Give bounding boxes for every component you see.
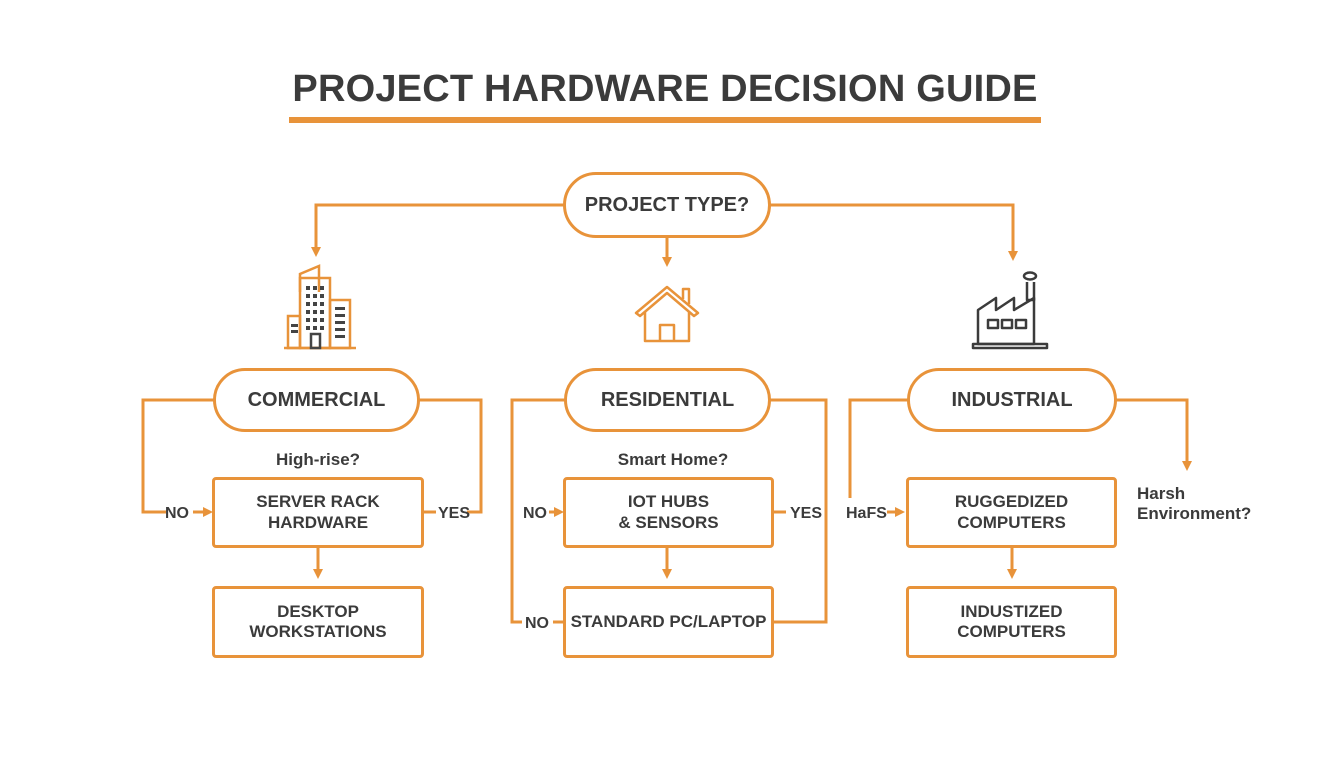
connector-commercial-yes (419, 398, 483, 514)
connector-residential-left (510, 398, 566, 624)
connector-root-industrial (769, 203, 1018, 261)
question-smart-home: Smart Home? (617, 450, 729, 469)
box-standard-pc-laptop[interactable]: STANDARD PC/LAPTOP (563, 586, 774, 658)
commercial-no-label: NO (165, 505, 189, 522)
question-high-rise: High-rise? (275, 450, 361, 469)
title-underline (289, 117, 1041, 123)
box-iot-hubs-sensors[interactable]: IOT HUBS & SENSORS (563, 477, 774, 548)
node-commercial[interactable]: COMMERCIAL (213, 368, 420, 432)
residential-no2-label: NO (525, 615, 549, 632)
connector-industrial-left (848, 398, 908, 498)
house-icon (634, 285, 700, 343)
question-harsh-environment: Harsh Environment? (1137, 484, 1252, 524)
node-residential[interactable]: RESIDENTIAL (564, 368, 771, 432)
commercial-yes-label: YES (438, 505, 471, 522)
node-industrial[interactable]: INDUSTRIAL (907, 368, 1117, 432)
connector-residential-right (769, 398, 828, 624)
factory-icon (971, 271, 1049, 350)
root-node-project-type[interactable]: PROJECT TYPE? (563, 172, 771, 238)
residential-no-label: NO (523, 505, 547, 522)
connector-root-commercial (311, 203, 566, 257)
industrial-hafs-label: HaFS (846, 505, 887, 522)
box-desktop-workstations[interactable]: DESKTOP WORKSTATIONS (212, 586, 424, 658)
connector-industrial-right (1115, 398, 1192, 471)
connector-commercial-no (141, 398, 214, 514)
page-title: PROJECT HARDWARE DECISION GUIDE (292, 68, 1038, 110)
box-server-rack-hardware[interactable]: SERVER RACK HARDWARE (212, 477, 424, 548)
box-industized-computers[interactable]: INDUSTIZED COMPUTERS (906, 586, 1117, 658)
residential-yes-label: YES (790, 505, 823, 522)
box-ruggedized-computers[interactable]: RUGGEDIZED COMPUTERS (906, 477, 1117, 548)
office-building-icon (284, 264, 356, 350)
